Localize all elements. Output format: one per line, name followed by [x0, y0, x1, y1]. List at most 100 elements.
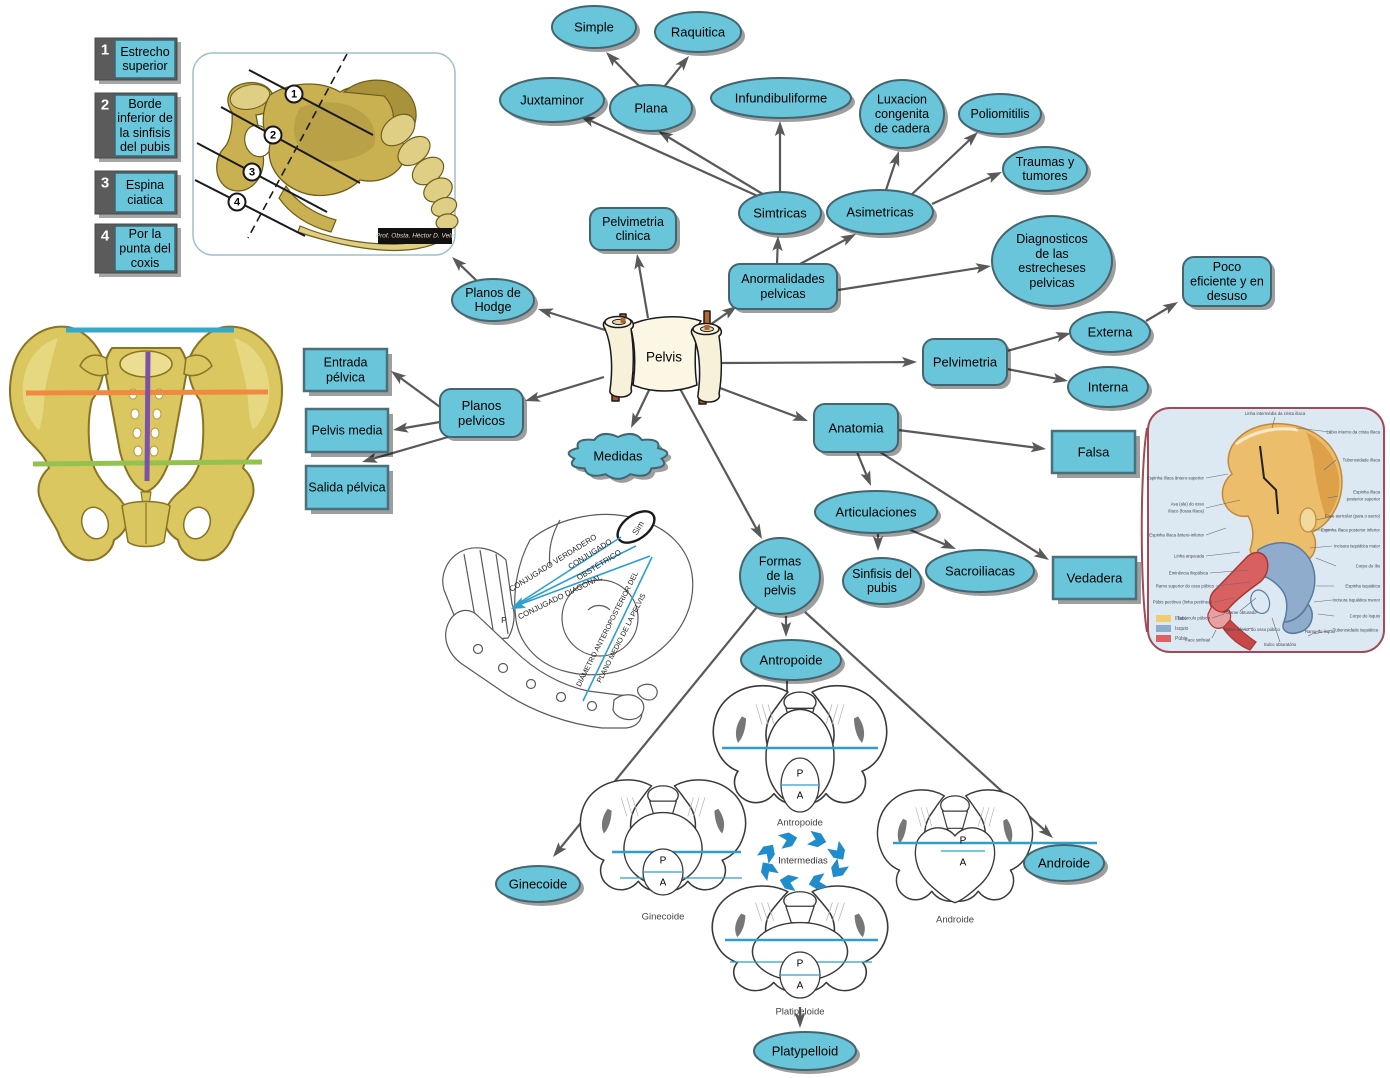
- svg-text:Ilíaco: Ilíaco: [1175, 616, 1187, 622]
- svg-text:Pelvis: Pelvis: [646, 350, 682, 365]
- svg-text:Salida pélvica: Salida pélvica: [308, 481, 385, 495]
- svg-text:4: 4: [234, 197, 241, 209]
- svg-text:A: A: [797, 981, 804, 992]
- svg-text:inferior de: inferior de: [117, 111, 173, 125]
- svg-text:posterior superior: posterior superior: [1347, 497, 1381, 502]
- svg-text:P: P: [797, 769, 804, 780]
- svg-text:pelvicas: pelvicas: [1029, 276, 1074, 290]
- svg-text:Ramo do ísquio: Ramo do ísquio: [1305, 629, 1336, 634]
- svg-text:pubis: pubis: [867, 581, 897, 595]
- svg-text:Tuberosidade isquiática: Tuberosidade isquiática: [1333, 628, 1379, 633]
- svg-text:pélvica: pélvica: [326, 371, 365, 385]
- svg-text:tumores: tumores: [1022, 169, 1067, 183]
- svg-text:Externa: Externa: [1088, 325, 1134, 340]
- svg-text:Púbis pectíneo (linha pectínea: Púbis pectíneo (linha pectínea): [1153, 600, 1213, 605]
- svg-text:Face auricular (para o sacro): Face auricular (para o sacro): [1325, 514, 1381, 519]
- svg-text:Androide: Androide: [936, 915, 974, 926]
- svg-text:ilíaco (fossa ilíaca): ilíaco (fossa ilíaca): [1168, 509, 1204, 514]
- svg-text:coxis: coxis: [131, 256, 159, 270]
- svg-text:Poliomitilis: Poliomitilis: [970, 107, 1029, 121]
- svg-text:Prof. Obsta. Héctor D. Vela: Prof. Obsta. Héctor D. Vela: [376, 233, 455, 240]
- svg-text:Planos: Planos: [462, 398, 502, 413]
- svg-text:Corpo do ílio: Corpo do ílio: [1356, 564, 1381, 569]
- svg-text:Corpo do ísquio: Corpo do ísquio: [1350, 614, 1381, 619]
- svg-text:de la: de la: [766, 569, 793, 583]
- svg-text:ciatica: ciatica: [127, 193, 162, 207]
- svg-text:Incisura isquiática maior: Incisura isquiática maior: [1334, 544, 1381, 549]
- svg-text:Sulco obturatório: Sulco obturatório: [1264, 642, 1297, 647]
- svg-text:de las: de las: [1035, 247, 1068, 261]
- svg-text:clinica: clinica: [616, 229, 651, 243]
- svg-text:Isquio: Isquio: [1175, 626, 1189, 632]
- svg-text:Linha arqueada: Linha arqueada: [1174, 554, 1204, 559]
- svg-text:Púbis: Púbis: [1175, 636, 1188, 642]
- svg-text:Asimetricas: Asimetricas: [846, 205, 914, 220]
- svg-text:Poco: Poco: [1213, 260, 1242, 274]
- svg-text:Traumas y: Traumas y: [1016, 155, 1075, 169]
- svg-text:Tuberosidade ilíaca: Tuberosidade ilíaca: [1343, 458, 1381, 463]
- svg-text:pelvicas: pelvicas: [760, 287, 805, 301]
- svg-text:P: P: [660, 856, 667, 867]
- svg-text:Ginecoide: Ginecoide: [642, 912, 685, 923]
- svg-text:Androide: Androide: [1038, 856, 1090, 871]
- svg-text:Tubérculo púbico: Tubérculo púbico: [1177, 616, 1210, 621]
- svg-text:Estrecho: Estrecho: [120, 45, 169, 59]
- svg-text:Vedadera: Vedadera: [1067, 571, 1123, 586]
- svg-text:Sacroiliacas: Sacroiliacas: [945, 564, 1016, 579]
- svg-text:de cadera: de cadera: [874, 122, 930, 136]
- svg-text:2: 2: [101, 97, 109, 114]
- svg-text:eficiente y en: eficiente y en: [1190, 275, 1264, 289]
- svg-text:P: P: [501, 615, 507, 625]
- svg-text:Platypelloid: Platypelloid: [772, 1044, 839, 1059]
- svg-text:Espinha isquiática: Espinha isquiática: [1345, 584, 1380, 589]
- svg-text:P: P: [960, 836, 967, 847]
- svg-text:Luxacion: Luxacion: [877, 93, 927, 107]
- svg-text:Espinha ilíaca: Espinha ilíaca: [1353, 490, 1380, 495]
- svg-text:A: A: [660, 878, 667, 889]
- svg-text:Pelvimetria: Pelvimetria: [602, 215, 664, 229]
- svg-text:del pubis: del pubis: [120, 140, 170, 154]
- svg-text:Por la: Por la: [129, 227, 162, 241]
- svg-text:Espinha ilíaca posterior infer: Espinha ilíaca posterior inferior: [1321, 528, 1381, 533]
- svg-text:Ramo inferior do osso púbico: Ramo inferior do osso púbico: [1224, 627, 1280, 632]
- svg-text:Interna: Interna: [1088, 380, 1129, 395]
- svg-text:Anormalidades: Anormalidades: [741, 272, 824, 286]
- svg-text:Anatomia: Anatomia: [829, 421, 885, 436]
- svg-text:desuso: desuso: [1207, 289, 1247, 303]
- svg-text:estrecheses: estrecheses: [1018, 261, 1085, 275]
- svg-text:1: 1: [291, 89, 297, 101]
- svg-text:Falsa: Falsa: [1078, 445, 1111, 460]
- svg-text:congenita: congenita: [875, 107, 929, 121]
- svg-text:Espina: Espina: [126, 178, 164, 192]
- svg-text:Plana: Plana: [634, 101, 668, 116]
- svg-text:Face sinfisial: Face sinfisial: [1185, 638, 1210, 643]
- svg-text:Ramo superior do osso púbico: Ramo superior do osso púbico: [1156, 584, 1215, 589]
- svg-text:Asa (ala) do osso: Asa (ala) do osso: [1171, 502, 1205, 507]
- svg-text:P: P: [797, 959, 804, 970]
- svg-text:Lábio interno da crista ilíaca: Lábio interno da crista ilíaca: [1326, 430, 1380, 435]
- svg-text:4: 4: [101, 228, 110, 245]
- svg-text:Eminência iliopúbica: Eminência iliopúbica: [1169, 571, 1209, 576]
- svg-text:3: 3: [101, 175, 109, 192]
- svg-text:Sinfisis del: Sinfisis del: [852, 567, 912, 581]
- svg-text:Simple: Simple: [574, 20, 614, 35]
- svg-text:Antropoide: Antropoide: [777, 818, 823, 829]
- svg-text:Forame obturado: Forame obturado: [1224, 610, 1258, 615]
- svg-text:Borde: Borde: [128, 97, 161, 111]
- svg-text:2: 2: [270, 130, 276, 142]
- svg-text:Espinha ilíaca ântero-superior: Espinha ilíaca ântero-superior: [1147, 476, 1205, 481]
- svg-text:Formas: Formas: [759, 555, 801, 569]
- svg-text:Pelvis media: Pelvis media: [312, 424, 383, 438]
- svg-text:Pelvimetria: Pelvimetria: [933, 355, 998, 370]
- svg-text:Simtricas: Simtricas: [753, 206, 807, 221]
- svg-text:superior: superior: [122, 59, 167, 73]
- svg-text:Juxtaminor: Juxtaminor: [520, 93, 584, 108]
- svg-text:1: 1: [101, 42, 109, 59]
- svg-text:Articulaciones: Articulaciones: [836, 505, 917, 520]
- svg-text:Planos de: Planos de: [465, 286, 521, 300]
- svg-text:Hodge: Hodge: [475, 300, 512, 314]
- svg-text:Platipeloide: Platipeloide: [775, 1007, 824, 1018]
- svg-text:A: A: [797, 791, 804, 802]
- svg-text:Antropoide: Antropoide: [760, 653, 823, 668]
- svg-text:A: A: [960, 858, 967, 869]
